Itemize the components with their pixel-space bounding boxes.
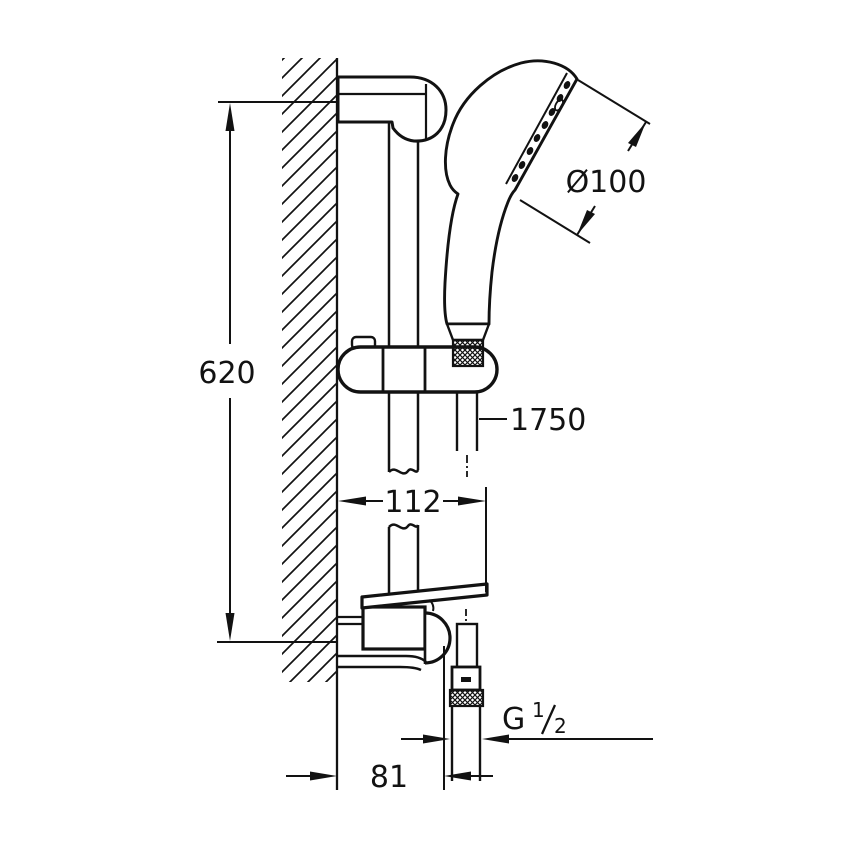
arrow-81-left — [310, 771, 337, 781]
thread-denominator-label: 2 — [554, 714, 567, 738]
upper-hose — [455, 391, 479, 477]
soap-dish-notch — [428, 599, 435, 612]
bottom-bracket-cap — [424, 611, 452, 665]
arrow-g12-left — [423, 734, 450, 744]
ext-line-100-lower — [519, 199, 591, 244]
soap-dish — [360, 582, 489, 610]
outlet-tube — [455, 622, 479, 669]
rail-break-lower — [388, 523, 420, 530]
dimension-112: 112 — [338, 485, 487, 592]
arrow-100-lower — [577, 210, 595, 235]
arrow-g12-right — [482, 734, 509, 744]
outlet-block-slot — [461, 677, 471, 682]
dimension-100: Ø100 — [519, 79, 651, 244]
dimension-1750-label: 1750 — [510, 403, 586, 438]
arrow-112-right — [458, 496, 486, 506]
dimension-112-label: 112 — [384, 485, 441, 520]
hand-shower — [443, 59, 579, 342]
dimension-100-label: Ø100 — [566, 165, 647, 200]
top-wall-bracket — [336, 75, 448, 143]
handle-cone — [445, 322, 491, 342]
dimension-81-label: 81 — [370, 760, 408, 795]
bottom-arm-upper-line — [337, 654, 427, 663]
handle-knurled-nut — [451, 338, 485, 368]
arrow-81-right — [444, 771, 471, 781]
bottom-assembly — [337, 582, 489, 672]
bottom-arm-lower-line — [337, 665, 422, 672]
rail-break-upper — [388, 468, 420, 475]
thread-letter-label: G — [502, 702, 525, 737]
dimension-81: 81 — [286, 646, 493, 795]
top-bracket-arm — [336, 75, 448, 143]
dimension-620-label: 620 — [198, 356, 255, 391]
thread-fraction-slash — [540, 704, 557, 735]
spray-face-inner-line — [505, 72, 568, 185]
arrow-620-down — [225, 613, 235, 641]
ext-line-100-upper — [577, 79, 651, 125]
hose-knurled-nut — [448, 688, 485, 708]
dimension-g12: G 1 2 — [401, 698, 653, 744]
dimension-1750: 1750 — [479, 403, 586, 438]
thread-numerator-label: 1 — [532, 698, 545, 722]
arrow-112-left — [338, 496, 366, 506]
wall — [282, 58, 339, 790]
arrow-100-upper — [628, 122, 646, 147]
shower-rail — [387, 120, 420, 600]
arrow-620-up — [225, 103, 235, 131]
dimension-620: 620 — [198, 101, 338, 643]
hose-outlet — [448, 609, 485, 781]
spray-face-detail-hole — [554, 98, 564, 112]
bottom-bracket-body — [361, 605, 427, 651]
slider-holder — [336, 335, 499, 394]
wall-hatching — [282, 58, 337, 682]
